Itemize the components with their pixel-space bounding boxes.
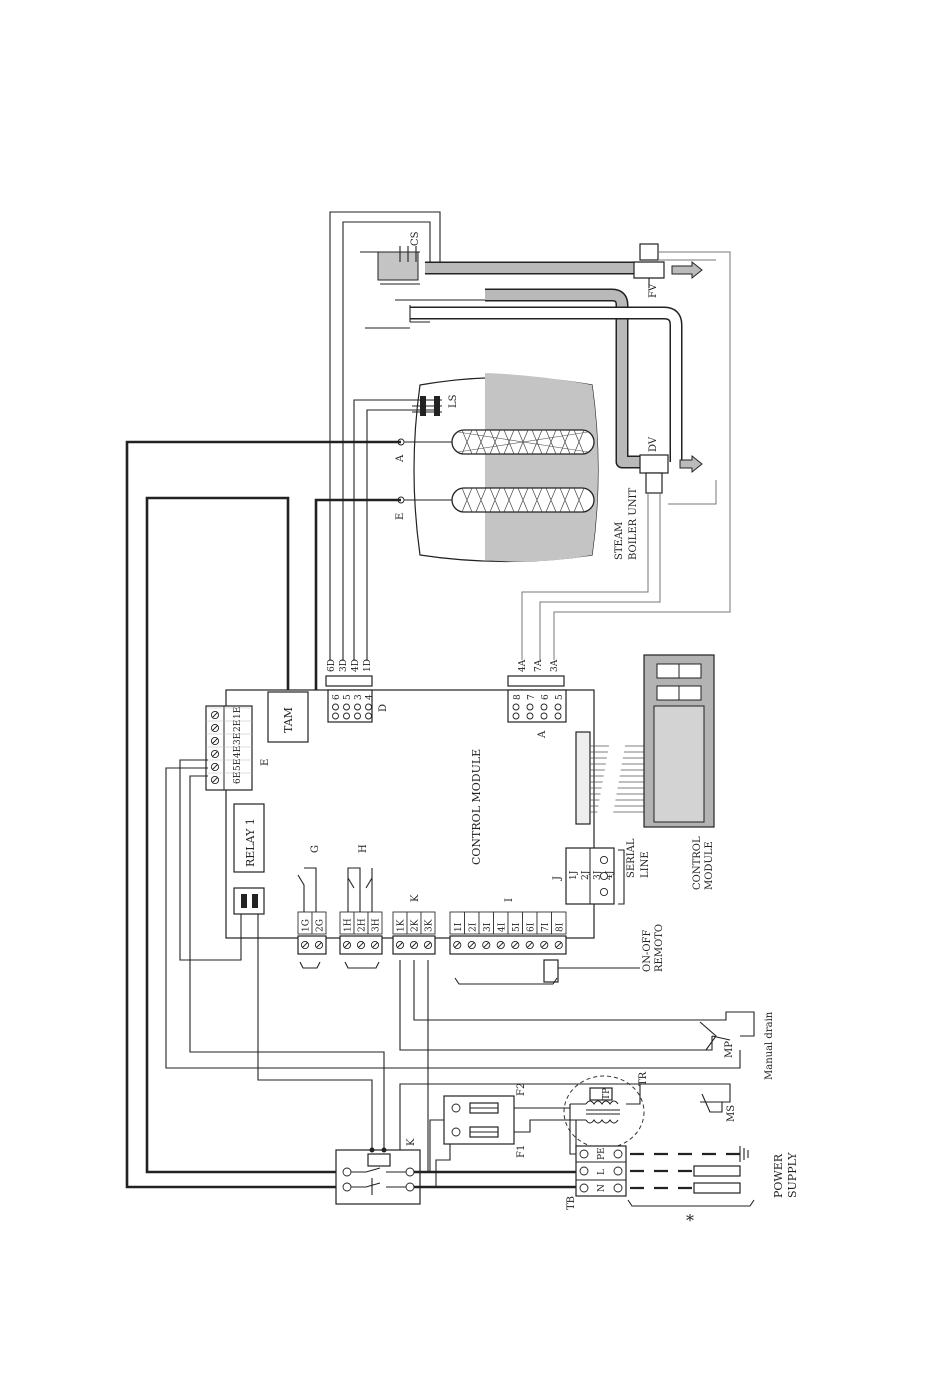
e-label-3E: 3E [233,733,243,745]
label-block-h: H [358,844,369,853]
g-label-2G: 2G [316,919,326,932]
label-boiler-unit: BOILER UNIT [628,488,639,560]
a-block-num-6: 6 [541,694,551,700]
label-f1: F1 [516,1145,527,1158]
i-label-4I: 4I [497,922,507,932]
transformer: TP TR [564,1071,649,1150]
label-tam: TAM [282,707,295,733]
label-mp: MP [724,1041,735,1058]
label-steam: STEAM [614,522,625,560]
j-label-1J: 1J [569,870,579,880]
label-serial-2: LINE [640,851,651,878]
label-dv: DV [648,436,659,452]
label-ls: LS [448,394,459,408]
i-label-2I: 2I [468,922,478,932]
electrode-e [452,488,594,512]
label-block-g: G [310,845,321,853]
conductivity-sensor: CS [360,231,421,284]
label-electrode-a: A [395,454,406,463]
a-block-num-8: 8 [513,694,523,700]
a-block-num-7: 7 [527,694,537,700]
g-label-1G: 1G [302,919,312,932]
label-block-e: E [260,759,271,766]
label-asterisk: * [686,1211,694,1230]
j-terminal-1J[interactable]: 1J [569,870,579,880]
label-onoff-2: REMOTO [654,924,665,972]
i-label-1I: 1I [454,922,464,932]
d-wire-label-3D: 3D [339,659,349,672]
d-block-num-5: 5 [343,694,353,700]
manual-switch: MS [650,1084,737,1122]
a-wire-label-4A: 4A [518,659,528,672]
power-supply: POWER SUPPLY * [628,1146,799,1230]
label-block-a: A [537,730,548,739]
label-fv: FV [648,283,659,298]
d-block-num-4: 4 [365,694,375,700]
j-label-2J: 2J [581,870,591,880]
h-label-2H: 2H [358,918,368,932]
d-wire-label-4D: 4D [351,659,361,672]
relay1-terminal [234,888,264,914]
label-control-module: CONTROL MODULE [470,749,483,865]
e-label-4E: 4E [233,746,243,758]
label-tb-pe: PE [597,1147,607,1160]
e-label-1E: 1E [233,707,243,719]
j-screw-3[interactable] [600,888,607,895]
drain-pump: Manual drain MP [700,1011,775,1080]
label-relay1: RELAY 1 [244,818,257,867]
label-ms: MS [726,1105,737,1122]
label-f2: F2 [516,1083,527,1096]
d-block-num-6: 6 [332,694,342,700]
label-tb: TB [566,1196,577,1210]
electrode-a [452,430,594,454]
label-block-k: K [410,894,421,902]
label-electrode-e: E [395,513,406,520]
label-block-d: D [378,704,389,712]
steam-boiler-unit: A E LS STEAM BOILER UNIT [395,373,639,562]
label-control-module-side-2: MODULE [704,841,715,890]
d-wire-label-1D: 1D [363,659,373,672]
label-power-2: SUPPLY [786,1152,799,1198]
a-block-num-5: 5 [555,694,565,700]
j-terminal-2J[interactable]: 2J [581,870,591,880]
d-wire-label-6D: 6D [327,659,337,672]
label-power-1: POWER [772,1153,785,1198]
a-wire-label-3A: 3A [550,659,560,672]
terminal-block-e: 6E5E4E3E2E1E [206,706,252,790]
label-tb-l: L [597,1169,607,1175]
j-screw-2[interactable] [600,872,607,879]
e-label-2E: 2E [233,720,243,732]
i-label-6I: 6I [526,922,536,932]
e-label-6E: 6E [233,772,243,784]
label-cs: CS [410,231,421,246]
label-tb-n: N [597,1184,607,1192]
label-block-j: J [552,876,563,881]
i-label-3I: 3I [483,922,493,932]
label-k-contactor: K [406,1138,417,1146]
label-control-module-side-1: CONTROL [692,836,703,890]
k-label-2K: 2K [411,919,421,932]
h-label-1H: 1H [344,918,354,932]
i-label-8I: 8I [555,922,565,932]
h-label-3H: 3H [372,918,382,932]
boiler-water [485,373,598,562]
a-wire-label-7A: 7A [534,659,544,672]
d-block-num-3: 3 [354,694,364,700]
label-tp: TP [602,1088,612,1100]
label-block-i: I [504,898,515,902]
i-label-7I: 7I [541,922,551,932]
k-label-1K: 1K [397,919,407,932]
j-screw-1[interactable] [600,856,607,863]
label-onoff-1: ON-OFF [642,930,653,972]
e-label-5E: 5E [233,759,243,771]
label-serial-1: SERIAL [626,838,637,878]
i-label-5I: 5I [512,922,522,932]
label-manual-drain: Manual drain [764,1011,775,1080]
k-label-3K: 3K [425,919,435,932]
